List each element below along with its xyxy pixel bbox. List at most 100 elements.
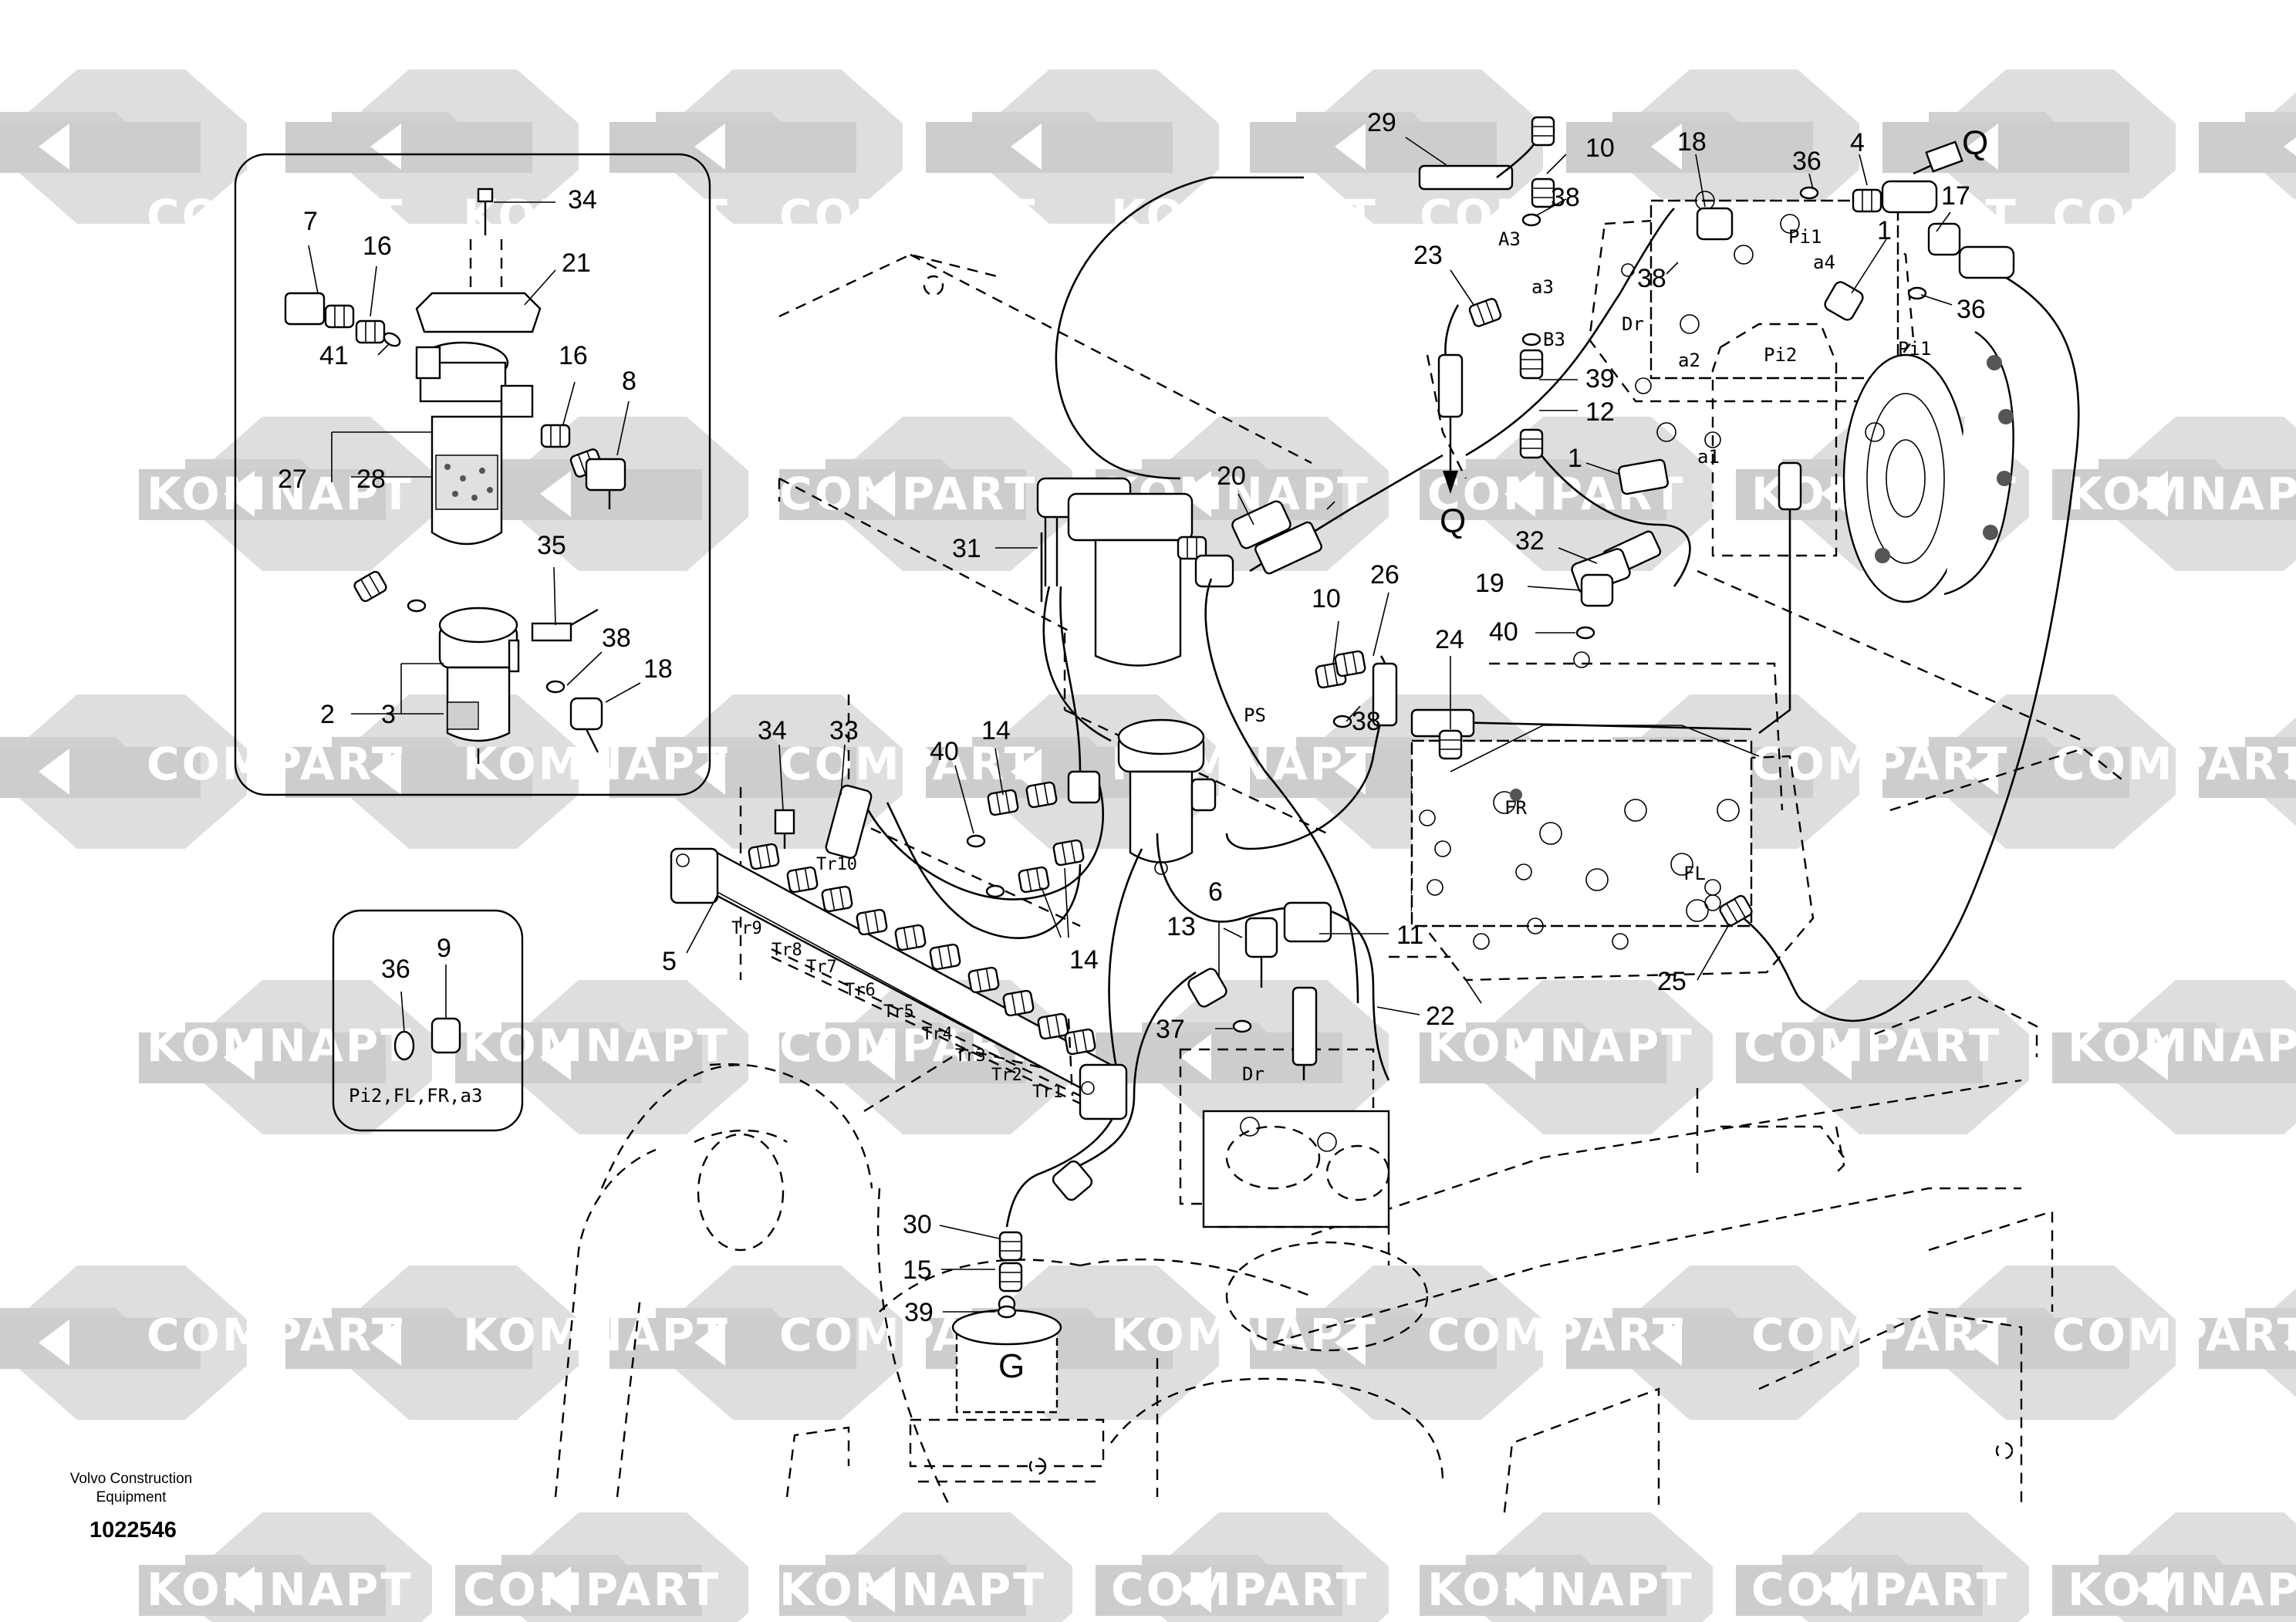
watermark-text: KOMNAPT <box>2068 1563 2296 1616</box>
watermark-text: KOMNAPT <box>1111 190 1378 242</box>
watermark-text: KOMNAPT <box>463 190 730 242</box>
callout-12: 12 <box>1585 397 1615 427</box>
callout-16: 16 <box>363 231 392 261</box>
port-label: A3 <box>1498 228 1521 250</box>
watermark-text: KOMNAPT <box>1427 1563 1694 1616</box>
watermark-text: KOMNAPT <box>463 738 730 790</box>
callout-15: 15 <box>903 1255 932 1285</box>
pilot-filter <box>1036 477 1234 875</box>
main-callouts: 29 10 38 18 36 4 1 17 36 23 38 39 12 1 3… <box>662 108 1986 1327</box>
hose-end-labels: Q Q <box>1440 124 1988 540</box>
callout-16: 16 <box>559 341 588 370</box>
inset-frame <box>234 153 711 796</box>
port-label: Dr <box>1242 1063 1264 1085</box>
port-label: a2 <box>1678 350 1700 371</box>
callout-4: 4 <box>1850 128 1865 157</box>
callout-38: 38 <box>1551 183 1580 212</box>
callout-21: 21 <box>562 248 591 278</box>
callout-24: 24 <box>1435 625 1464 654</box>
footer-block: Volvo Construction Equipment 1022546 <box>70 1471 192 1543</box>
fittings <box>774 177 2015 1319</box>
callout-33: 33 <box>829 716 859 745</box>
callout-22: 22 <box>1426 1002 1455 1031</box>
callout-34: 34 <box>758 716 787 745</box>
tube-label: Tr4 <box>922 1025 953 1044</box>
port-label: B3 <box>1543 329 1565 350</box>
leader-lines <box>686 137 1953 1313</box>
inset-plug-frame <box>332 909 524 1132</box>
tube-label: Tr1 <box>1032 1083 1063 1102</box>
tube-label: Tr10 <box>816 855 857 874</box>
callout-18: 18 <box>1677 127 1707 157</box>
watermark-text: KOMNAPT <box>2068 1019 2296 1072</box>
watermark-text: COMPART <box>2052 190 2296 242</box>
callout-1: 1 <box>1568 444 1582 473</box>
callout-3: 3 <box>381 700 396 729</box>
watermark-text: COMPART <box>1111 1563 1369 1616</box>
callout-39: 39 <box>1585 364 1615 394</box>
inset-plug: 36 9 Pi2,FL,FR,a3 <box>332 909 524 1132</box>
port-label: Dr <box>1622 313 1644 335</box>
port-label: FR <box>1504 797 1527 819</box>
watermark-text: COMPART <box>147 1309 404 1361</box>
callout-36: 36 <box>1792 147 1822 176</box>
callout-40: 40 <box>930 737 959 766</box>
watermark-text: COMPART <box>779 738 1037 790</box>
port-labels: A3 a3 Dr B3 Pi1 a4 Pi2 Pi1 a2 a1 PS FR F… <box>998 226 1931 1385</box>
callout-39: 39 <box>904 1298 934 1327</box>
watermark-text: KOMNAPT <box>1427 1019 1694 1072</box>
callout-25: 25 <box>1657 967 1687 996</box>
callout-6: 6 <box>1208 877 1223 907</box>
callout-5: 5 <box>662 947 677 976</box>
callout-27: 27 <box>278 465 307 494</box>
plug-ports-caption: Pi2,FL,FR,a3 <box>349 1085 482 1107</box>
callout-38: 38 <box>1637 264 1666 293</box>
tube-label: Tr8 <box>772 941 802 960</box>
watermark-text: COMPART <box>1751 1309 2009 1361</box>
hoses <box>825 116 2080 1228</box>
port-label: Pi2 <box>1764 344 1797 366</box>
tube-label: Tr6 <box>845 981 876 1000</box>
port-label: Pi1 <box>1788 226 1822 248</box>
center-valve-block <box>1179 1048 1429 1352</box>
watermark-text: KOMNAPT <box>779 1563 1046 1616</box>
callout-20: 20 <box>1217 461 1246 491</box>
tube-label: Tr3 <box>955 1046 986 1066</box>
watermark-text: COMPART <box>1751 738 2009 790</box>
watermark-text: COMPART <box>463 1563 721 1616</box>
callout-2: 2 <box>320 700 335 729</box>
watermark-text: COMPART <box>1751 1563 2009 1616</box>
watermark-text: COMPART <box>2052 738 2296 790</box>
callout-34: 34 <box>568 185 597 215</box>
swivel-joint <box>909 1295 1105 1483</box>
company-name: Volvo Construction <box>70 1471 192 1487</box>
callout-30: 30 <box>903 1210 932 1239</box>
callout-7: 7 <box>303 207 318 236</box>
callout-37: 37 <box>1156 1015 1185 1044</box>
company-name-line2: Equipment <box>96 1489 167 1505</box>
port-label: a1 <box>1697 446 1720 468</box>
tube-label: Tr7 <box>806 958 837 977</box>
watermark-text: KOMNAPT <box>463 1309 730 1361</box>
callout-41: 41 <box>319 341 349 370</box>
watermark-text: COMPART <box>779 468 1037 520</box>
watermark-text: COMPART <box>1744 1019 2001 1072</box>
callout-19: 19 <box>1475 569 1504 598</box>
callout-10: 10 <box>1585 133 1615 163</box>
watermark-text: KOMNAPT <box>2068 468 2296 520</box>
port-label: G <box>998 1347 1025 1385</box>
hose-end-q: Q <box>1962 124 1988 162</box>
watermark-text: COMPART <box>2052 1309 2296 1361</box>
callout-17: 17 <box>1941 181 1970 211</box>
inset-filter-assembly: 34 21 7 16 16 8 41 27 28 35 38 18 2 3 <box>234 153 711 796</box>
callout-36: 36 <box>381 955 410 984</box>
watermark-text: COMPART <box>1427 1309 1685 1361</box>
watermark-text: COMPART <box>779 190 1037 242</box>
callout-18: 18 <box>643 654 673 684</box>
callout-31: 31 <box>952 534 981 563</box>
callout-1: 1 <box>1877 216 1892 245</box>
callout-23: 23 <box>1413 241 1443 270</box>
callout-32: 32 <box>1515 526 1545 556</box>
tube-label: Tr9 <box>731 919 762 938</box>
